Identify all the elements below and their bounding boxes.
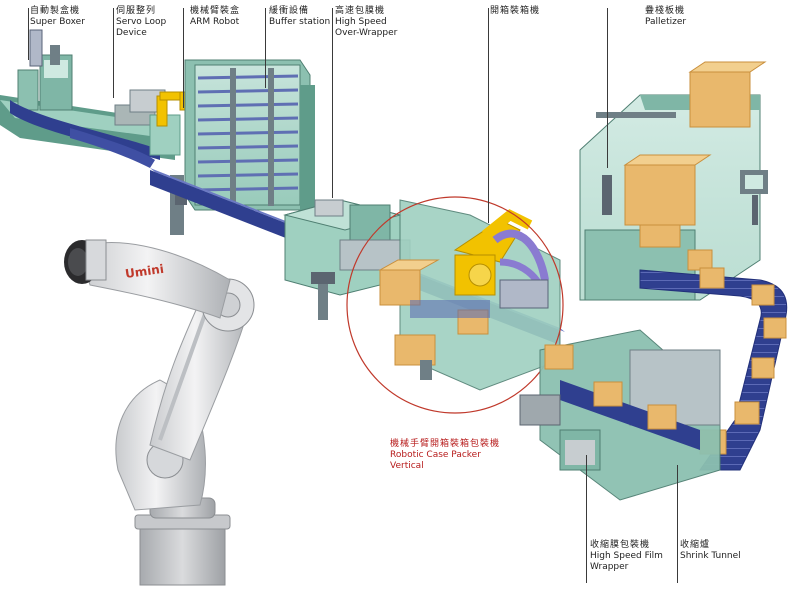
callout-en: Servo Loop	[116, 17, 167, 27]
robotic-case-packer	[378, 199, 561, 391]
callout-en: Super Boxer	[30, 17, 85, 27]
robot-brand-logo: Umini	[124, 262, 165, 281]
palletizer-cell	[579, 61, 768, 301]
callout-en: Over-Wrapper	[335, 28, 398, 38]
callout-en: Vertical	[390, 461, 424, 471]
buffer-station	[184, 59, 315, 211]
callout-zh: 開箱裝箱機	[490, 6, 541, 16]
callout-zh: 機械臂裝盒	[190, 6, 241, 16]
callout-zh: 伺服整列	[116, 6, 157, 16]
leader-line-case-packer	[488, 8, 489, 223]
callout-zh: 機械手臂開箱裝箱包裝機	[390, 439, 501, 449]
arm-robot-cell	[149, 91, 187, 235]
callout-shrink-tunnel: 收縮爐 Shrink Tunnel	[680, 540, 741, 562]
callout-en: Robotic Case Packer	[390, 450, 481, 460]
callout-en: Palletizer	[645, 17, 687, 27]
callout-over-wrapper: 高速包膜機 High Speed Over-Wrapper	[335, 6, 397, 39]
callout-palletizer: 疊棧板機 Palletizer	[645, 6, 686, 28]
leader-line-over-wrapper	[332, 8, 333, 198]
callout-zh: 疊棧板機	[645, 6, 686, 16]
over-wrapper-machine	[283, 199, 411, 320]
callout-en: High Speed	[335, 17, 387, 27]
foreground-robot-arm: Umini	[64, 239, 255, 586]
callout-super-boxer: 自動製盒機 Super Boxer	[30, 6, 85, 28]
leader-line-buffer	[265, 8, 266, 88]
leader-line-palletizer	[607, 8, 608, 168]
leader-line-super-boxer	[28, 8, 29, 60]
leader-line-film-wrapper	[586, 455, 587, 583]
callout-en: Wrapper	[590, 562, 629, 572]
callout-servo-loop: 伺服整列 Servo Loop Device	[116, 6, 166, 39]
callout-buffer-station: 緩衝設備 Buffer station	[269, 6, 330, 28]
leader-line-shrink-tunnel	[677, 465, 678, 583]
callout-zh: 收縮爐	[680, 540, 711, 550]
leader-line-servo-loop	[113, 8, 114, 98]
callout-case-packer: 開箱裝箱機	[490, 6, 540, 17]
servo-loop-conveyor	[10, 89, 166, 168]
callout-robotic-case-packer: 機械手臂開箱裝箱包裝機 Robotic Case Packer Vertical	[390, 439, 500, 472]
callout-arm-robot: 機械臂裝盒 ARM Robot	[190, 6, 240, 28]
callout-en: ARM Robot	[190, 17, 240, 27]
leader-line-arm-robot	[183, 8, 184, 108]
callout-en: Shrink Tunnel	[680, 551, 741, 561]
film-wrapper-and-shrink-tunnel	[519, 329, 721, 501]
callout-en: Buffer station	[269, 17, 331, 27]
callout-zh: 自動製盒機	[30, 6, 81, 16]
callout-zh: 高速包膜機	[335, 6, 386, 16]
highlight-circle	[346, 196, 564, 414]
callout-en: Device	[116, 28, 147, 38]
callout-film-wrapper: 收縮膜包裝機 High Speed Film Wrapper	[590, 540, 663, 573]
callout-en: High Speed Film	[590, 551, 663, 561]
callout-zh: 收縮膜包裝機	[590, 540, 651, 550]
callout-zh: 緩衝設備	[269, 6, 310, 16]
